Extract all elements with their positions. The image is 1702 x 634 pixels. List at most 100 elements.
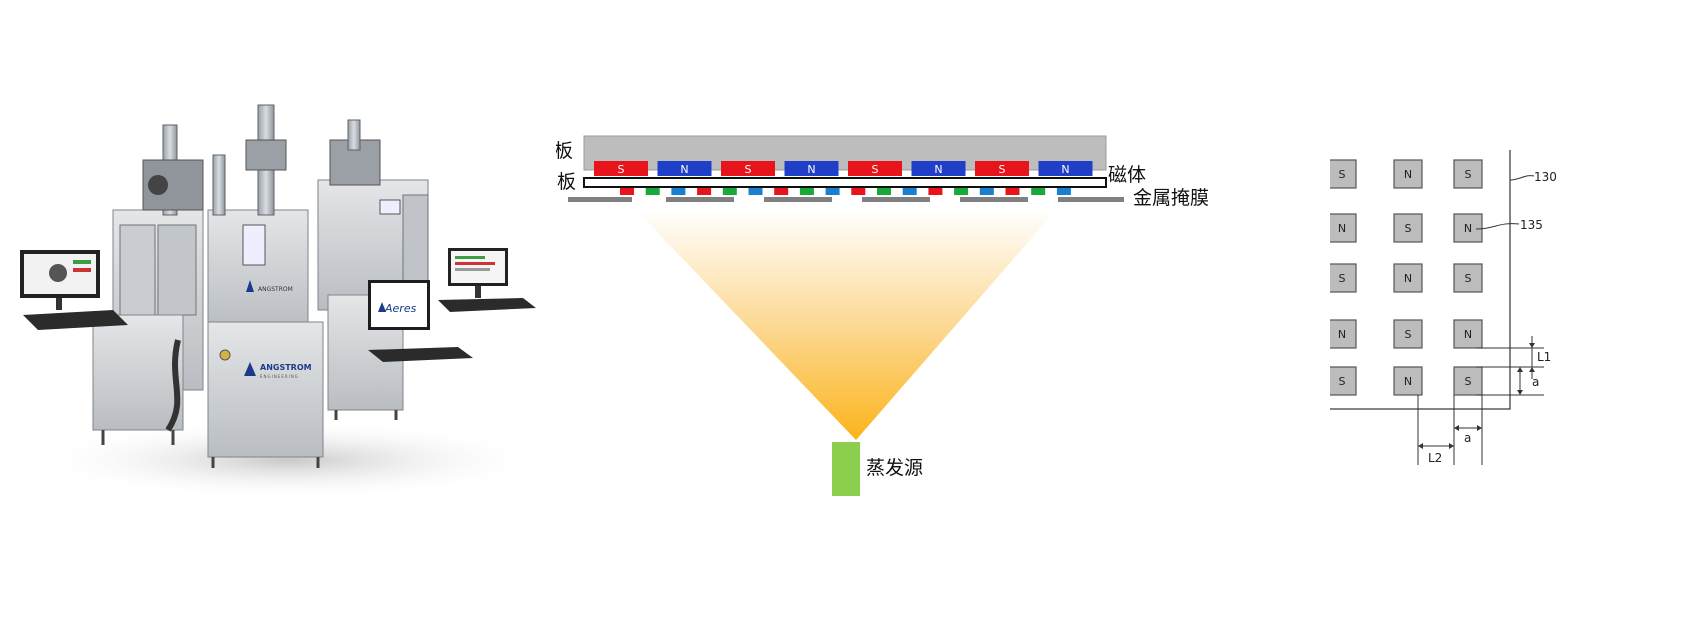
- patent-magnet-n: [1327, 319, 1357, 349]
- magnet-s: [721, 161, 775, 176]
- magnet-n: [1038, 161, 1093, 176]
- evaporation-schematic: 金属板 S N S N S N S N 磁体 基板 金属掩膜 蒸发源: [516, 120, 1336, 550]
- mask-segment: [764, 197, 832, 202]
- patent-magnet-pole-label: N: [1338, 328, 1346, 341]
- svg-text:ANGSTROM: ANGSTROM: [258, 286, 293, 293]
- patent-magnet-pole-label: S: [1465, 168, 1472, 181]
- pixel-red: [697, 188, 712, 195]
- patent-magnet-pole-label: N: [1404, 375, 1412, 388]
- right-keyboard-tray: [438, 298, 536, 312]
- pixel-blue: [825, 188, 840, 195]
- brand-logo: ANGSTROM: [260, 363, 312, 372]
- magnet-n: [911, 161, 966, 176]
- mask-segment: [1058, 197, 1124, 202]
- angstrom-logo-icon: [244, 362, 256, 376]
- patent-magnet-n: [1393, 159, 1423, 189]
- patent-magnet-s: [1327, 366, 1357, 396]
- pixel-green: [722, 188, 737, 195]
- patent-figure-svg: NSNSSNSNNSNSSNSNNSNS 130 135 L1 a L2 a: [1239, 146, 1557, 465]
- patent-magnet-pole-label: S: [1339, 168, 1346, 181]
- mask-segment: [568, 197, 632, 202]
- magnet-pole-label: N: [934, 163, 942, 176]
- pixel-red: [928, 188, 943, 195]
- patent-magnet-s: [1453, 263, 1483, 293]
- rgb-pixel-row: [620, 188, 1071, 195]
- leader-130: [1509, 175, 1535, 181]
- metal-plate-label: 金属板: [556, 140, 573, 162]
- patent-magnet-pole-label: S: [1339, 272, 1346, 285]
- pixel-red: [774, 188, 789, 195]
- mask-segment: [862, 197, 930, 202]
- pixel-green: [799, 188, 814, 195]
- magnet-label: 磁体: [1108, 164, 1146, 186]
- metal-mask: [568, 197, 1124, 202]
- pixel-green: [645, 188, 660, 195]
- patent-magnet-s: [1327, 263, 1357, 293]
- patent-magnet-n: [1393, 263, 1423, 293]
- pixel-red: [1005, 188, 1020, 195]
- patent-magnet-pole-label: S: [1465, 375, 1472, 388]
- patent-magnet-pole-label: S: [1405, 222, 1412, 235]
- center-keyboard-tray: [368, 347, 473, 362]
- magnet-s: [848, 161, 902, 176]
- patent-magnet-pole-label: N: [1464, 222, 1472, 235]
- patent-magnet-pole-label: S: [1405, 328, 1412, 341]
- pixel-blue: [979, 188, 994, 195]
- pixel-green: [954, 188, 969, 195]
- patent-magnet-pole-label: N: [1464, 328, 1472, 341]
- pixel-blue: [671, 188, 686, 195]
- equipment-photo: ANGSTROM ANGSTROM ENGINEERING Aeres: [18, 100, 578, 520]
- center-cabinet: [207, 321, 324, 458]
- patent-figure: NSNSSNSNNSNSSNSNNSNS 130 135 L1 a L2 a: [1239, 146, 1700, 520]
- left-chamber-door: [119, 224, 156, 316]
- dim-L2-label: L2: [1428, 451, 1442, 465]
- pixel-green: [877, 188, 891, 195]
- magnet-n: [784, 161, 839, 176]
- key-switch-icon: [219, 349, 231, 361]
- substrate: [583, 177, 1107, 188]
- patent-magnet-s: [1393, 213, 1423, 243]
- pixel-blue: [748, 188, 763, 195]
- patent-magnet-s: [1453, 366, 1483, 396]
- mask-segment: [960, 197, 1028, 202]
- patent-magnet-pole-label: N: [1404, 168, 1412, 181]
- evaporation-source-label: 蒸发源: [866, 457, 923, 479]
- ref-label-135: 135: [1520, 218, 1543, 232]
- evaporation-machine-illustration: ANGSTROM ANGSTROM ENGINEERING Aeres: [20, 104, 548, 500]
- magnet-pole-label: N: [680, 163, 688, 176]
- pixel-blue: [902, 188, 917, 195]
- dim-L1-label: L1: [1537, 350, 1551, 364]
- magnet-pole-label: S: [872, 163, 879, 176]
- ref-label-130: 130: [1534, 170, 1557, 184]
- dim-a-vertical-label: a: [1532, 375, 1539, 389]
- brand-logo-sub: ENGINEERING: [260, 374, 299, 379]
- magnet-pole-label: S: [999, 163, 1006, 176]
- patent-magnet-n: [1453, 213, 1483, 243]
- magnet-pole-label: N: [807, 163, 815, 176]
- patent-magnet-s: [1453, 159, 1483, 189]
- pixel-red: [851, 188, 866, 195]
- substrate-label: 基板: [556, 171, 576, 193]
- vapor-plume: [636, 210, 1056, 440]
- patent-magnet-n: [1453, 319, 1483, 349]
- patent-magnet-pole-label: N: [1404, 272, 1412, 285]
- magnet-pole-label: S: [745, 163, 752, 176]
- schematic-svg: 金属板 S N S N S N S N 磁体 基板 金属掩膜 蒸发源: [516, 135, 1209, 496]
- leader-135: [1475, 223, 1520, 230]
- patent-magnet-pole-label: S: [1339, 375, 1346, 388]
- patent-magnet-n: [1393, 366, 1423, 396]
- patent-magnet-s: [1393, 319, 1423, 349]
- evaporation-source: [832, 442, 860, 496]
- dim-a-horizontal-label: a: [1464, 431, 1471, 445]
- metal-mask-label: 金属掩膜: [1133, 187, 1209, 209]
- cable-bundle: [165, 339, 181, 432]
- magnet-s: [594, 161, 648, 176]
- pixel-green: [1031, 188, 1046, 195]
- center-logo: ANGSTROM: [246, 280, 293, 293]
- magnet-pole-label: N: [1061, 163, 1069, 176]
- floor-shadow: [28, 420, 548, 500]
- pixel-red: [620, 188, 634, 195]
- pixel-blue: [1056, 188, 1071, 195]
- magnet-pole-label: S: [618, 163, 625, 176]
